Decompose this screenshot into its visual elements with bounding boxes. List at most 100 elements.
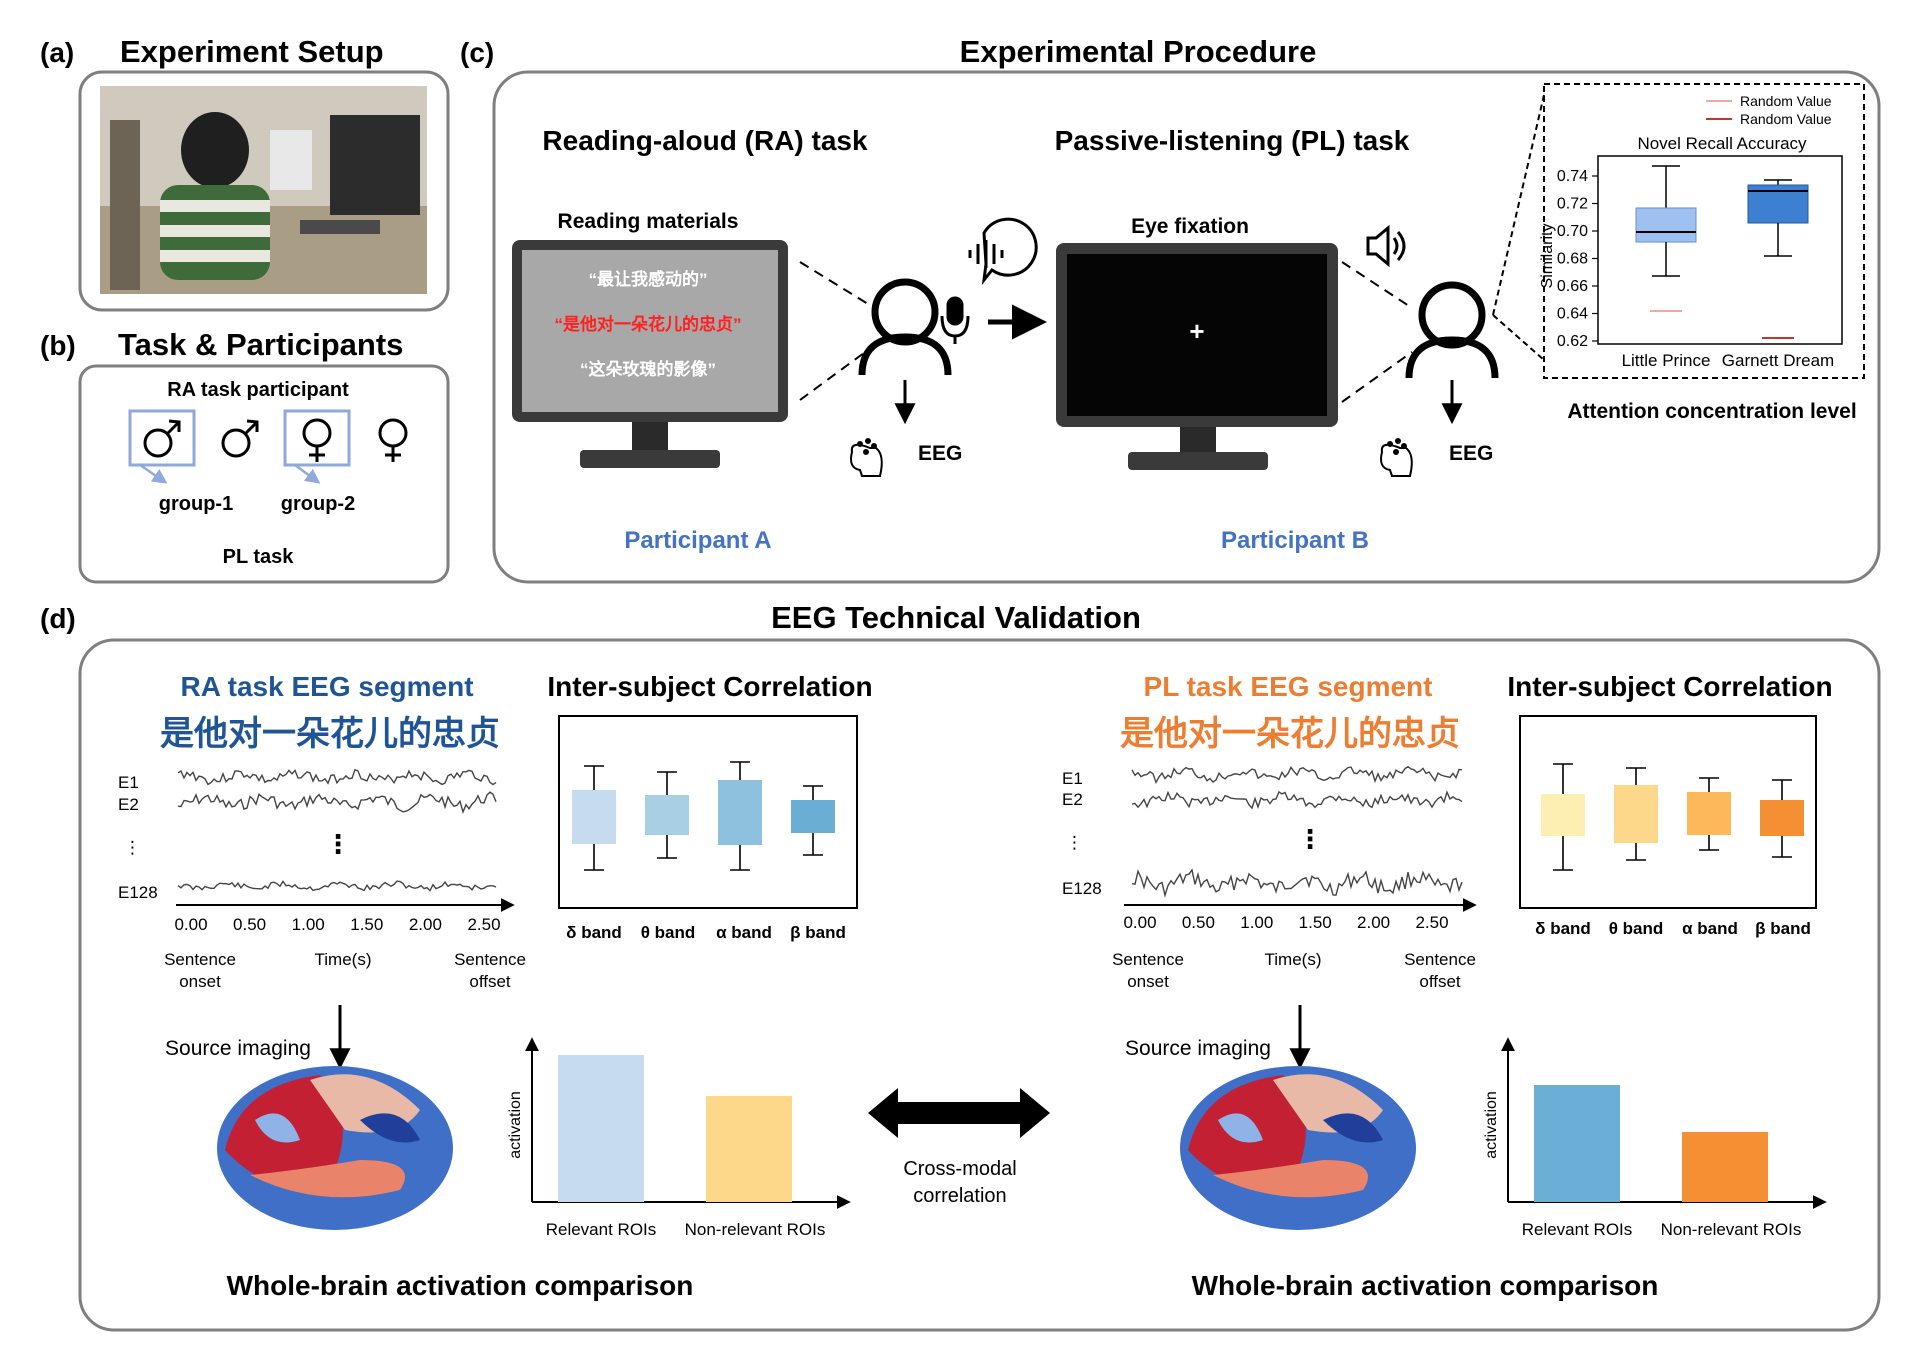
x-tick-label: 1.50 [350,915,383,934]
channel-label: E1 [118,773,139,792]
sentence-onset-label: onset [1127,972,1169,991]
pl-task-label: PL task [223,546,295,568]
y-tick-label: 0.62 [1557,333,1588,350]
speech-bubble-icon [968,217,1038,286]
inset-title: Novel Recall Accuracy [1637,134,1807,153]
comparison-label: Whole-brain activation comparison [1192,1270,1659,1301]
panel-b-letter: (b) [40,330,76,361]
eeg-trace-e1 [1131,765,1463,784]
isc-boxplot [1541,763,1804,871]
band-label: α band [1682,919,1738,938]
x-tick-label: 2.00 [1357,913,1390,932]
channel-label: E1 [1062,769,1083,788]
male-icon [221,419,259,458]
sentence-offset-label: offset [469,972,511,991]
y-tick-label: 0.70 [1557,223,1588,240]
sentence-offset-label: Sentence [454,950,526,969]
vertical-ellipsis: ⋮ [325,829,351,859]
legend-label: Random Value [1740,111,1832,127]
isc-box [645,795,689,835]
inset-box-little-prince [1635,165,1697,312]
ra-sentence: 是他对一朵花儿的忠贞 [160,715,500,753]
participant-b-label: Participant B [1221,527,1369,554]
speaker-icon [1366,224,1406,268]
eeg-head-icon [1380,438,1413,477]
inset-y-ticks: 0.740.720.700.680.660.640.62 [1557,168,1598,350]
activation-bars [1534,1085,1768,1202]
x-tick-label: 2.00 [409,915,442,934]
y-tick-label: 0.64 [1557,306,1588,323]
fixation-monitor [1056,243,1338,470]
female-icon [378,418,408,462]
isc-title: Inter-subject Correlation [547,671,872,702]
legend-label: Random Value [1740,93,1832,109]
group2-highlight [283,409,351,467]
participant-a-label: Participant A [624,527,771,554]
x-tick-label: 1.00 [1240,913,1273,932]
channel-label: ⋮ [1066,833,1083,852]
panel-d-title: EEG Technical Validation [771,600,1141,635]
eeg-trace-e2 [177,791,497,815]
band-label: θ band [1609,919,1664,938]
fixation-cross: + [1189,316,1204,346]
cross-modal-label: Cross-modal [903,1158,1016,1180]
ra-participant-label: RA task participant [167,379,349,401]
band-label: δ band [1535,919,1591,938]
activation-bars [558,1055,792,1202]
sentence-offset-label: offset [1419,972,1461,991]
female-icon [302,418,332,462]
y-tick-label: 0.72 [1557,196,1588,213]
activation-bar [706,1096,792,1202]
ra-segment-title: RA task EEG segment [180,671,473,702]
panel-d-letter: (d) [40,603,76,634]
activation-bar [558,1055,644,1202]
activation-ylabel: activation [1483,1091,1500,1159]
reading-line-1: “最让我感动的” [589,269,708,289]
y-tick-label: 0.66 [1557,278,1588,295]
brain-image [217,1066,453,1230]
inset-box-garnett-dream [1747,179,1809,339]
group1-highlight [128,409,196,467]
panel-a-letter: (a) [40,37,74,68]
channel-label: E128 [1062,879,1102,898]
x-tick-label: 2.50 [467,915,500,934]
experiment-photo [100,86,427,294]
isc-box [572,790,616,844]
x-tick-label: 0.50 [1182,913,1215,932]
microphone-icon [940,296,970,344]
isc-box [1614,785,1658,843]
pl-segment-title: PL task EEG segment [1144,671,1433,702]
inset-category: Garnett Dream [1722,351,1834,370]
time-axis-label: Time(s) [315,950,372,969]
x-tick-label: 1.50 [1299,913,1332,932]
panel-a: (a) Experiment Setup [40,34,450,312]
inset-axes [1597,155,1843,345]
isc-box [1687,792,1731,835]
band-label: α band [716,923,772,942]
x-tick-label: 0.50 [233,915,266,934]
participant-b-icon [1405,281,1499,379]
source-imaging-label: Source imaging [165,1037,311,1060]
brain-image [1180,1066,1416,1230]
isc-box [1760,800,1804,836]
isc-title: Inter-subject Correlation [1507,671,1832,702]
band-label: δ band [566,923,622,942]
sentence-onset-label: onset [179,972,221,991]
activation-bar [1682,1132,1768,1202]
bar-label: Relevant ROIs [546,1220,657,1239]
isc-boxplot [572,761,835,871]
group2-label: group-2 [281,493,355,515]
panel-d-frame [78,638,1881,1332]
ra-half: RA task EEG segment 是他对一朵花儿的忠贞 E1 E2 ⋮ E… [118,671,873,1301]
x-tick-label: 2.50 [1415,913,1448,932]
channel-label: ⋮ [124,838,141,857]
source-imaging-label: Source imaging [1125,1037,1271,1060]
eeg-head-icon [850,438,883,477]
bar-label: Relevant ROIs [1522,1220,1633,1239]
comparison-label: Whole-brain activation comparison [227,1270,694,1301]
panel-b: (b) Task & Participants RA task particip… [40,327,450,584]
pl-sentence: 是他对一朵花儿的忠贞 [1120,715,1460,753]
